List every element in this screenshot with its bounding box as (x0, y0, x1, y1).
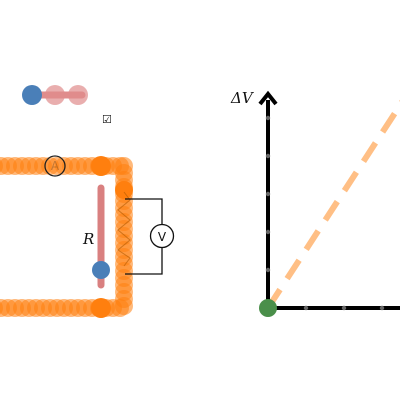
current-wire (0, 156, 133, 318)
y-axis-label: ΔV (230, 89, 255, 107)
y-tick (265, 229, 271, 235)
resistor-zigzag (117, 191, 131, 267)
resistor-label: R (82, 230, 94, 248)
y-tick (265, 115, 271, 121)
origin-point[interactable] (259, 299, 277, 317)
ammeter: A (44, 155, 66, 177)
slider-ghost-knob (68, 85, 88, 105)
slider-knob[interactable] (22, 85, 42, 105)
axis-ticks (265, 115, 385, 311)
x-tick (379, 305, 385, 311)
checkbox[interactable]: ☑ (102, 113, 112, 126)
y-tick (265, 191, 271, 197)
series-line (265, 99, 400, 310)
ammeter-symbol: A (51, 159, 60, 173)
voltmeter: V (125, 198, 175, 275)
x-tick (341, 305, 347, 311)
voltmeter-symbol: V (158, 230, 167, 244)
y-tick (265, 153, 271, 159)
y-tick (265, 267, 271, 273)
y-axis-arrow (258, 90, 278, 106)
circuit: A V R (0, 155, 175, 318)
delta-v-chart: ΔV (230, 89, 400, 317)
x-tick (303, 305, 309, 311)
resistance-slider-knob[interactable] (92, 261, 110, 279)
slider-control[interactable] (22, 85, 88, 105)
slider-ghost-knob (45, 85, 65, 105)
